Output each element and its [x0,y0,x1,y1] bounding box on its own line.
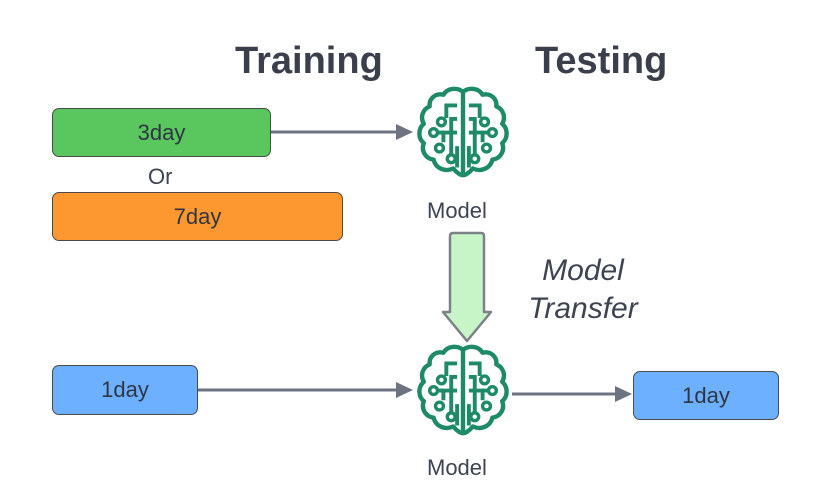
testing-heading: Testing [535,40,668,82]
test-output-1day: 1day [633,371,779,420]
model-bottom-brain-icon [419,347,506,433]
model-transfer-arrow [441,231,493,343]
arrow-model-to-output [512,386,632,402]
test-output-1day-label: 1day [682,382,730,408]
model-top-brain-icon [419,89,506,175]
test-input-1day: 1day [52,365,198,415]
model-top-label: Model [427,198,487,223]
training-input-3day-label: 3day [137,119,186,145]
training-input-3day: 3day [52,108,271,157]
or-label: Or [148,164,173,189]
training-input-7day: 7day [52,192,343,241]
model-bottom-label: Model [427,455,487,480]
training-heading: Training [235,40,383,82]
arrow-1day-to-model [198,382,413,398]
arrow-3day-to-model [271,124,413,140]
model-transfer-line2: Transfer [528,292,638,325]
test-input-1day-label: 1day [101,377,149,402]
training-input-7day-label: 7day [173,203,222,229]
model-transfer-line1: Model [542,254,624,287]
